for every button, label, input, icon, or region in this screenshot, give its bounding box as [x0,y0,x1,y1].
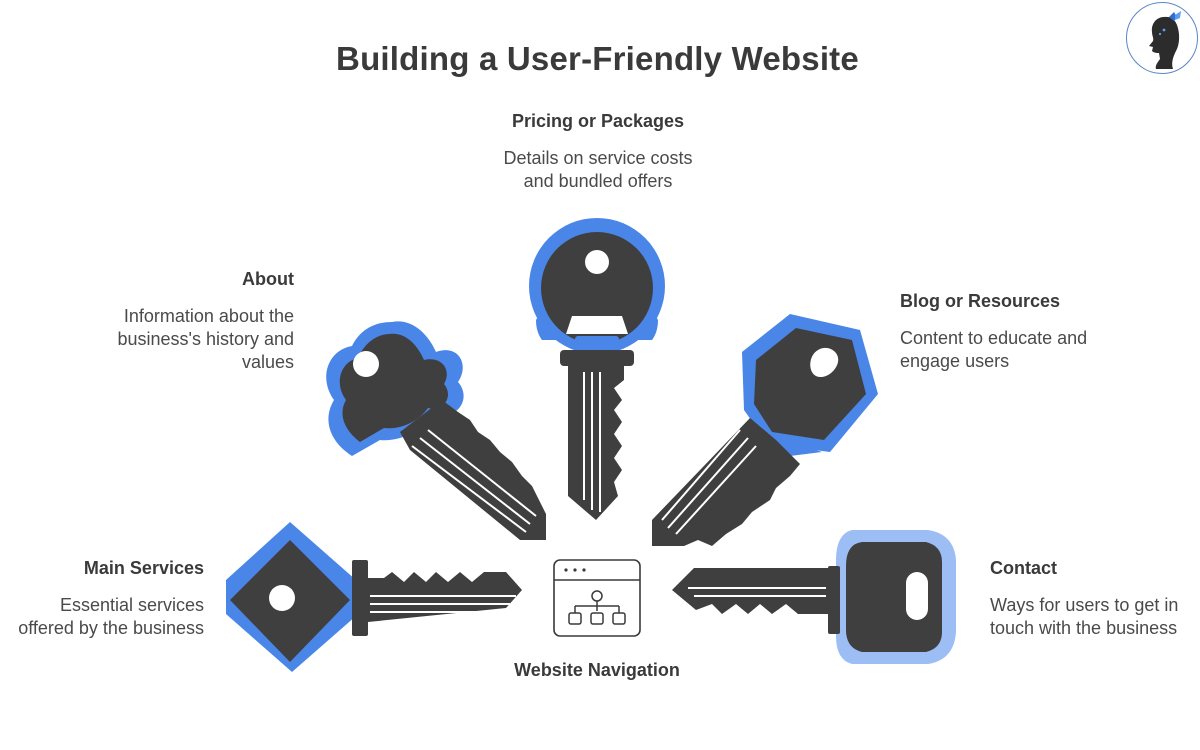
center-label: Website Navigation [514,660,680,680]
blog-desc: Content to educate and engage users [900,327,1160,373]
about-label: About [242,269,294,289]
pricing-key [529,218,665,520]
blog-key [652,314,878,546]
main-services-desc-line-2: offered by the business [18,618,204,638]
main-services-desc: Essential services offered by the busine… [4,594,204,640]
woman-silhouette-butterfly-icon [1126,2,1198,74]
contact-desc: Ways for users to get in touch with the … [990,594,1198,640]
pricing-desc-line-2: and bundled offers [523,171,673,191]
contact-key [672,530,956,664]
pricing-label: Pricing or Packages [511,111,685,131]
main-services-label: Main Services [83,558,204,578]
page-title: Building a User-Friendly Website [336,40,859,77]
about-key [326,321,546,540]
pricing-desc-line-1: Details on service costs [503,148,693,168]
about-desc-line-2: business's history and [117,329,294,349]
about-desc-line-1: Information about the [123,306,294,326]
sitemap-window-icon [553,559,641,637]
blog-desc-line-2: engage users [900,351,1010,371]
contact-label: Contact [990,558,1057,578]
blog-label: Blog or Resources [900,291,1061,311]
pricing-desc: Details on service costs and bundled off… [448,147,748,193]
blog-desc-line-1: Content to educate and [900,328,1088,348]
about-desc-line-3: values [241,352,294,372]
main-services-desc-line-1: Essential services [59,595,204,615]
main-services-key [226,522,522,672]
contact-desc-line-2: touch with the business [990,618,1178,638]
contact-desc-line-1: Ways for users to get in [990,595,1179,615]
about-desc: Information about the business's history… [60,305,294,374]
